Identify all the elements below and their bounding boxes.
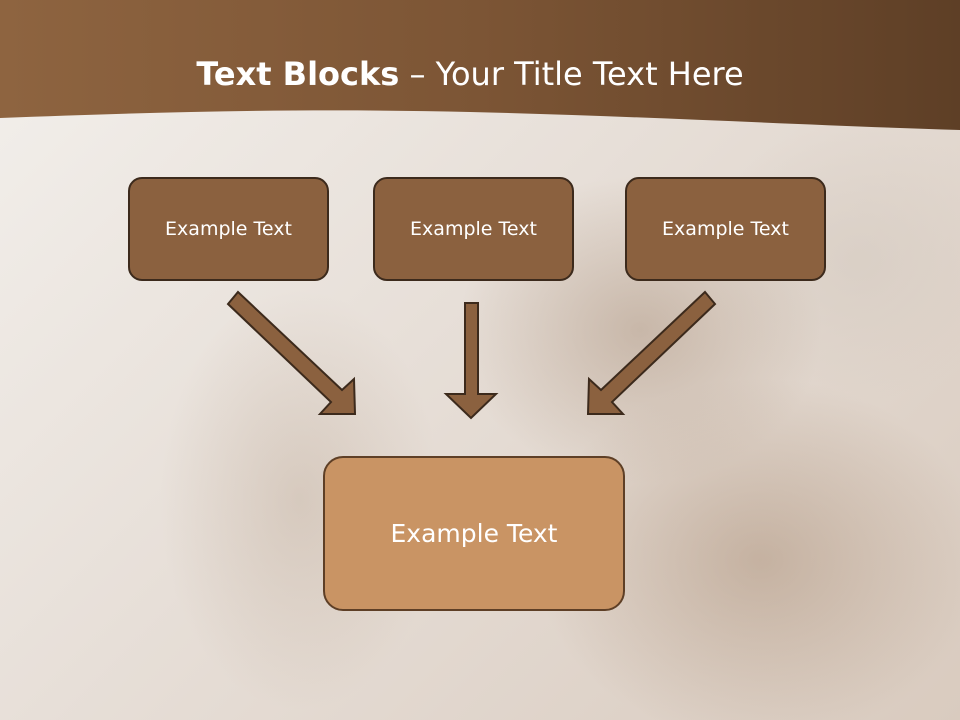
arrow-right [586, 290, 717, 415]
text-block-2-label: Example Text [410, 218, 537, 240]
result-block-label: Example Text [390, 519, 558, 548]
text-block-2: Example Text [373, 177, 574, 281]
title-bold: Text Blocks [196, 55, 400, 93]
title-rest: – Your Title Text Here [399, 55, 744, 93]
arrow-left [226, 290, 357, 415]
arrow-center [443, 302, 499, 420]
text-block-3-label: Example Text [662, 218, 789, 240]
result-block: Example Text [323, 456, 625, 611]
slide-title: Text Blocks – Your Title Text Here [0, 54, 940, 94]
text-block-1: Example Text [128, 177, 329, 281]
header-banner [0, 0, 960, 130]
text-block-1-label: Example Text [165, 218, 292, 240]
text-block-3: Example Text [625, 177, 826, 281]
